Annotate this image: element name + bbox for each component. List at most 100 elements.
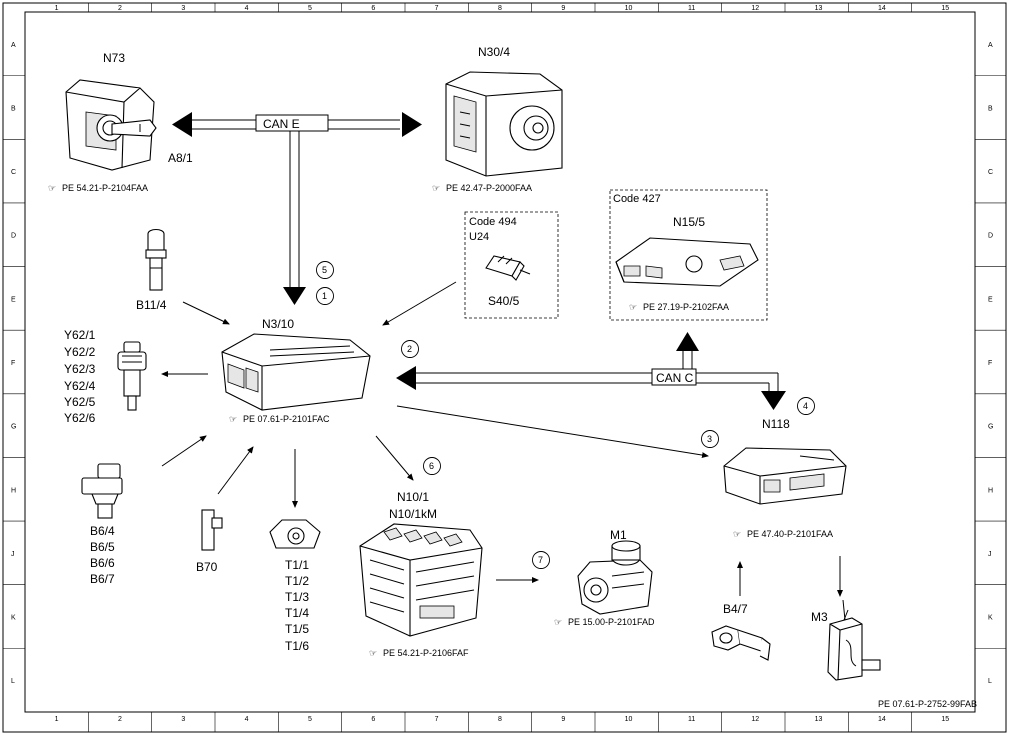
grid-row-right-B: B — [988, 105, 993, 112]
n3-10-engine-control-unit-icon — [221, 333, 371, 411]
n15-5-reference[interactable]: ☞ PE 27.19-P-2102FAA — [629, 302, 729, 312]
svg-text:T1/3: T1/3 — [285, 590, 309, 604]
grid-col-top-10: 10 — [625, 5, 633, 12]
grid-col-bottom-10: 10 — [625, 716, 633, 723]
n3-10-reference[interactable]: ☞ PE 07.61-P-2101FAC — [229, 414, 330, 424]
grid-row-right-J: J — [988, 551, 992, 558]
reference-hand-icon: ☞ — [48, 183, 56, 193]
n10-output-arrow — [375, 435, 414, 481]
grid-col-bottom-15: 15 — [941, 716, 949, 723]
grid-row-right-C: C — [988, 169, 993, 176]
svg-text:Y62/2: Y62/2 — [64, 345, 96, 359]
grid-row-left-D: D — [11, 233, 16, 240]
frame-inner — [24, 11, 976, 713]
grid-row-left-J: J — [11, 551, 15, 558]
callout-4 — [797, 397, 815, 415]
m1-starter-motor-icon — [577, 540, 653, 615]
grid-reference-layer: 1122334455667788991010111112121313141415… — [3, 3, 1006, 732]
callout-2 — [401, 340, 419, 358]
n30-4-esp-unit-icon — [445, 71, 563, 177]
n73-reference[interactable]: ☞ PE 54.21-P-2104FAA — [48, 183, 148, 193]
grid-col-bottom-1: 1 — [55, 716, 59, 723]
code-427-label: Code 427 — [613, 193, 661, 205]
a8-1-label: A8/1 — [168, 151, 193, 165]
grid-col-top-7: 7 — [435, 5, 439, 12]
grid-col-bottom-8: 8 — [498, 716, 502, 723]
svg-text:T1/5: T1/5 — [285, 622, 309, 636]
grid-row-left-A: A — [11, 42, 16, 49]
document-reference: PE 07.61-P-2752-99FAB — [878, 699, 977, 709]
grid-col-bottom-5: 5 — [308, 716, 312, 723]
b6-camshaft-sensor-icon — [81, 463, 123, 519]
callout-3 — [701, 430, 719, 448]
m1-label: M1 — [610, 528, 627, 542]
svg-text:T1/1: T1/1 — [285, 558, 309, 572]
grid-col-top-5: 5 — [308, 5, 312, 12]
reference-hand-icon: ☞ — [369, 648, 377, 658]
b4-7-label: B4/7 — [723, 602, 748, 616]
code-494-label: Code 494 — [469, 216, 517, 228]
callout-7-text: 7 — [538, 555, 543, 565]
svg-text:B6/6: B6/6 — [90, 556, 115, 570]
n15-5-module-icon — [615, 237, 759, 287]
grid-row-left-E: E — [11, 296, 16, 303]
grid-col-top-9: 9 — [561, 5, 565, 12]
grid-row-right-E: E — [988, 296, 993, 303]
grid-row-left-B: B — [11, 105, 16, 112]
grid-row-right-F: F — [988, 360, 992, 367]
n118-control-unit-icon — [723, 447, 847, 505]
grid-col-top-1: 1 — [55, 5, 59, 12]
grid-col-bottom-7: 7 — [435, 716, 439, 723]
m1-reference-text: PE 15.00-P-2101FAD — [568, 617, 655, 627]
svg-text:Y62/6: Y62/6 — [64, 411, 96, 425]
svg-text:B6/4: B6/4 — [90, 524, 115, 538]
can-c-bus — [396, 332, 786, 410]
callout-7 — [532, 551, 550, 569]
grid-col-top-12: 12 — [751, 5, 759, 12]
grid-col-bottom-12: 12 — [751, 716, 759, 723]
callout-5 — [316, 261, 334, 279]
grid-col-top-8: 8 — [498, 5, 502, 12]
can-e-label: CAN E — [263, 117, 300, 131]
b70-signal-arrow — [217, 446, 254, 495]
b6-label-list: B6/4 B6/5 B6/6 B6/7 — [90, 524, 115, 586]
b6-signal-arrow — [161, 435, 207, 467]
b11-4-label: B11/4 — [136, 298, 167, 312]
callout-2-text: 2 — [407, 344, 412, 354]
b11-4-temperature-sensor-icon — [145, 228, 167, 291]
grid-col-top-13: 13 — [815, 5, 823, 12]
u24-label: U24 — [469, 231, 489, 243]
n118-reference[interactable]: ☞ PE 47.40-P-2101FAA — [733, 529, 833, 539]
svg-text:Y62/4: Y62/4 — [64, 379, 96, 393]
n10-1-label: N10/1 — [397, 490, 429, 504]
code-494-box — [464, 211, 559, 319]
n10-reference[interactable]: ☞ PE 54.21-P-2106FAF — [369, 648, 469, 658]
n10-1km-label: N10/1kM — [389, 507, 437, 521]
n30-4-reference[interactable]: ☞ PE 42.47-P-2000FAA — [432, 183, 532, 193]
m1-reference[interactable]: ☞ PE 15.00-P-2101FAD — [554, 617, 655, 627]
svg-text:B6/7: B6/7 — [90, 572, 115, 586]
svg-text:Y62/1: Y62/1 — [64, 328, 96, 342]
n30-4-label: N30/4 — [478, 45, 510, 59]
b70-crankshaft-sensor-icon — [201, 509, 223, 551]
y62-injector-icon — [117, 341, 147, 411]
t1-ignition-coil-icon — [269, 519, 321, 549]
grid-col-top-15: 15 — [941, 5, 949, 12]
svg-text:T1/6: T1/6 — [285, 639, 309, 653]
svg-text:Y62/3: Y62/3 — [64, 362, 96, 376]
b70-label: B70 — [196, 560, 218, 574]
callout-6-text: 6 — [429, 461, 434, 471]
grid-row-left-L: L — [11, 678, 15, 685]
svg-text:B6/5: B6/5 — [90, 540, 115, 554]
reference-hand-icon: ☞ — [554, 617, 562, 627]
n10-reference-text: PE 54.21-P-2106FAF — [383, 648, 469, 658]
n3-10-label: N3/10 — [262, 317, 294, 331]
callout-5-text: 5 — [322, 265, 327, 275]
n15-5-reference-text: PE 27.19-P-2102FAA — [643, 302, 729, 312]
grid-col-bottom-14: 14 — [878, 716, 886, 723]
grid-col-top-11: 11 — [688, 5, 695, 12]
b4-7-pressure-sensor-icon — [711, 625, 771, 661]
callout-3-text: 3 — [707, 434, 712, 444]
m3-fuel-pump-icon — [827, 599, 881, 681]
grid-row-right-H: H — [988, 487, 993, 494]
